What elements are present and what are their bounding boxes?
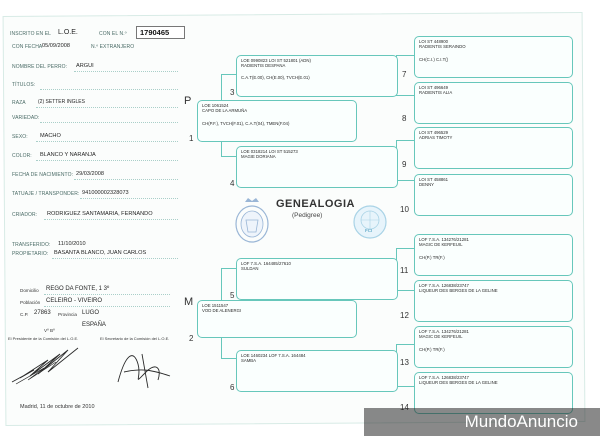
fci-label: FCI [365,228,373,233]
pedigree-box-8: LOI ST 496649 RADIENTIS ALIA [414,82,573,124]
pedigree-num-14: 14 [400,403,409,412]
secretario-label: El Secretario de la Comisión del L.O.E. [100,336,170,341]
pedigree-num-6: 6 [230,383,235,392]
pedigree-num-3: 3 [230,88,235,97]
domicilio-value: REGO DA FONTE, 1 3º [46,286,110,292]
titulos-label: TÍTULOS: [12,82,36,88]
presidente-signature [11,347,79,385]
pedigree-box-2: LOE 1511547 VOD DE ALENERGI [197,300,357,338]
tatuaje-value: 941000002328073 [82,190,129,196]
dam-letter: M [184,296,194,308]
pedigree-num-12: 12 [400,311,409,320]
nombre-label: NOMBRE DEL PERRO: [12,64,68,70]
color-label: COLOR: [12,153,32,159]
cp-value: 27863 [34,310,51,316]
sexo-value: MACHO [40,133,61,139]
pedigree-num-7: 7 [402,70,407,79]
sire-letter: P [184,95,192,107]
secretario-signature [117,353,171,389]
criador-value: RODRIGUEZ SANTAMARIA, FERNANDO [47,211,153,217]
nacimiento-label: FECHA DE NACIMIENTO: [12,172,74,178]
propietario-label: PROPIETARIO: [12,251,49,257]
raza-label: RAZA [12,100,26,106]
transferido-label: TRANSFERIDO: [12,242,51,248]
pedigree-box-4: LOE 0318214 LOI ST 515273 MAGIE DORIANA [236,146,398,188]
poblacion-label: Población [20,300,41,305]
pedigree-box-9: LOI ST 496529 ADRIAS TIMOTY [414,127,573,169]
pedigree-box-13: LOF 7.S.A. 134276/21281 MAGIC DE KERFEUI… [414,326,573,368]
vb-label: Vº Bº [44,328,55,333]
poblacion-value: CELEIRO - VIVEIRO [46,298,103,304]
registry-name: L.O.E. [58,29,78,36]
variedad-label: VARIEDAD: [12,115,40,121]
pedigree-num-9: 9 [402,160,407,169]
watermark-text: MundoAnuncio [464,412,578,431]
registration-number-box: 1790465 [136,26,185,39]
fecha-value: 05/09/2008 [42,43,70,49]
pedigree-box-3: LOE 0990823 LOI ST 521801 (ADN) RADIENTI… [236,55,398,97]
fecha-label: CON FECHA [12,44,43,50]
fci-logo-icon [353,205,387,239]
pedigree-num-4: 4 [230,179,235,188]
color-value: BLANCO Y NARANJA [40,152,96,158]
pedigree-num-1: 1 [189,134,194,143]
pedigree-num-2: 2 [189,334,194,343]
registration-number: 1790465 [140,28,170,37]
pedigree-box-6: LOE 1460234 LOF 7.S.A. 164484 SAMBA [236,350,398,392]
pedigree-num-8: 8 [402,114,407,123]
pedigree-box-1: LOE 1061524 CAPO DE LA ARMUÑA CH(P.F.), … [197,100,357,142]
con-el-label: CON EL N.º [99,31,127,37]
rsce-crest-icon [235,198,269,243]
pedigree-num-5: 5 [230,291,235,300]
pedigree-box-5: LOF 7.S.A. 164485/27610 SULDAN [236,258,398,300]
nacimiento-value: 29/03/2008 [76,171,104,177]
propietario-value: BASANTA BLANCO, JUAN CARLOS [54,250,147,256]
madrid-date: Madrid, 11 de octubre de 2010 [20,404,95,410]
genealogia-subtitle: (Pedigree) [292,212,323,219]
cp-label: C.P. [20,312,29,317]
pedigree-box-7: LOI ST 448900 RADIENTIS SERAINDO CH(C.I.… [414,36,573,78]
pedigree-box-12: LOF 7.S.A. 126838/23747 LIQUEUR DES BERG… [414,280,573,322]
presidente-label: El Presidente de la Comisión del L.O.E. [8,336,79,341]
pedigree-num-13: 13 [400,358,409,367]
provincia-label: Provincia [58,312,77,317]
pais-value: ESPAÑA [82,322,106,328]
nombre-value: ARGUI [76,63,94,69]
pedigree-box-10: LOI ST 458861 DENNY [414,174,573,216]
watermark-banner: MundoAnuncio [364,408,600,436]
sexo-label: SEXO: [12,134,28,140]
criador-label: CRIADOR: [12,212,38,218]
tatuaje-label: TATUAJE / TRANSPONDER: [12,191,80,197]
pedigree-box-11: LOF 7.S.A. 134276/21281 MAGIC DE KERFEUI… [414,234,573,276]
extranjero-label: N.º EXTRANJERO [91,44,135,50]
provincia-value: LUGO [82,310,100,316]
inscrito-label: INSCRITO EN EL [10,31,52,37]
pedigree-num-11: 11 [400,266,409,275]
genealogia-title: GENEALOGIA [276,198,355,210]
transferido-value: 11/10/2010 [58,241,86,247]
raza-value: (2) SETTER INGLES [38,99,85,105]
domicilio-label: Domicilio [20,288,39,293]
pedigree-num-10: 10 [400,205,409,214]
